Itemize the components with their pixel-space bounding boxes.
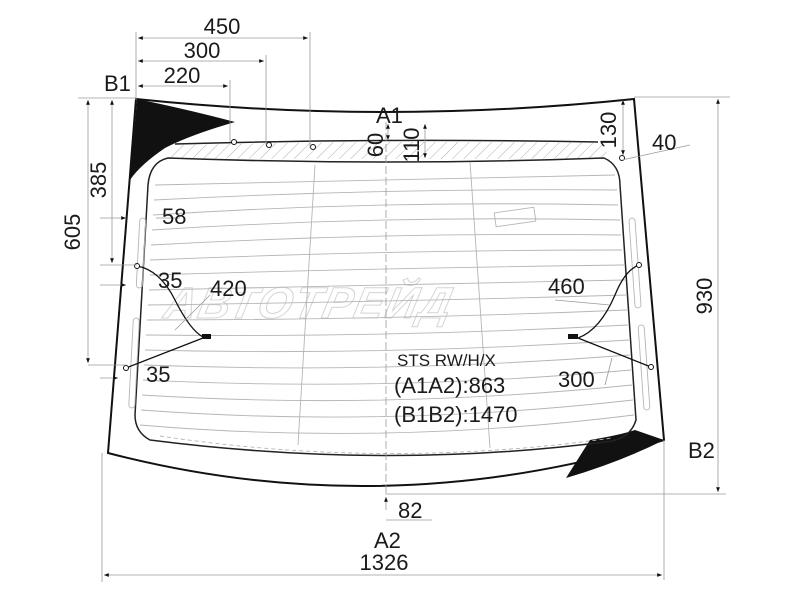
model-code: STS RW/H/X — [397, 351, 496, 370]
dimension-lines — [78, 32, 730, 582]
blackout-top-left — [130, 99, 235, 180]
dim-300-top: 300 — [184, 38, 221, 63]
dim-220: 220 — [164, 63, 201, 88]
point-b2: B2 — [688, 438, 715, 463]
dim-130: 130 — [596, 112, 621, 149]
dim-450: 450 — [204, 14, 241, 39]
dim-35-lower: 35 — [146, 362, 170, 387]
inner-defrost-outline — [134, 157, 637, 457]
dim-420: 420 — [210, 276, 247, 301]
dim-385: 385 — [86, 162, 111, 199]
inner-dashed-outline — [159, 435, 613, 454]
dim-60: 60 — [363, 133, 388, 157]
heater-connectors — [123, 262, 654, 371]
dim-40: 40 — [652, 130, 676, 155]
point-a2: A2 — [374, 528, 401, 553]
top-markers — [231, 139, 625, 161]
b1b2-length: (B1B2):1470 — [394, 402, 518, 427]
dim-930: 930 — [692, 278, 717, 315]
blackout-bottom-right — [566, 430, 664, 478]
point-b1: B1 — [104, 71, 131, 96]
dim-35-upper: 35 — [158, 268, 182, 293]
point-a1: A1 — [376, 103, 403, 128]
dim-58: 58 — [162, 204, 186, 229]
top-hatched-band — [170, 141, 608, 159]
dim-300-right: 300 — [558, 367, 595, 392]
dim-82: 82 — [398, 498, 422, 523]
a1a2-length: (A1A2):863 — [394, 373, 505, 398]
dim-605: 605 — [60, 214, 85, 251]
dim-110: 110 — [399, 127, 424, 162]
dim-460: 460 — [548, 274, 585, 299]
dim-1326: 1326 — [360, 550, 409, 575]
